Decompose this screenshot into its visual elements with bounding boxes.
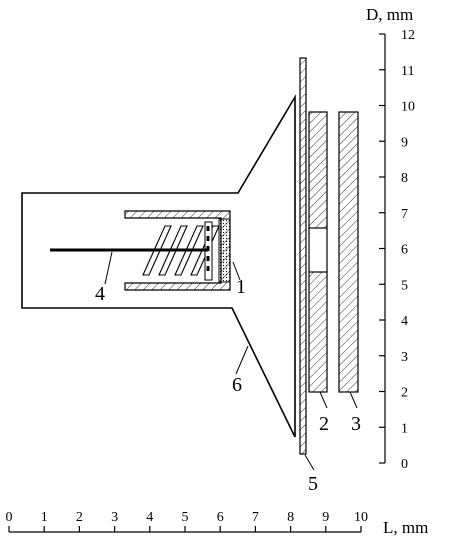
horizontal-axis-tick-label: 5 bbox=[182, 510, 189, 525]
callout-3: 3 bbox=[351, 413, 361, 435]
window-plate bbox=[299, 57, 307, 455]
callout-1: 1 bbox=[236, 276, 246, 298]
horizontal-axis-tick-label: 10 bbox=[354, 510, 368, 525]
callout-4: 4 bbox=[95, 283, 105, 305]
horizontal-axis-tick-label: 8 bbox=[287, 510, 294, 525]
horizontal-axis: 0 1 2 3 4 5 6 7 8 9 10 L, mm bbox=[6, 510, 429, 537]
vertical-axis-tick-label: 6 bbox=[401, 243, 408, 258]
leader-lines bbox=[104, 251, 358, 471]
horizontal-axis-tick-label: 0 bbox=[6, 510, 13, 525]
electrode-3 bbox=[338, 111, 359, 393]
callout-5: 5 bbox=[308, 473, 318, 495]
vertical-axis-label: D, mm bbox=[366, 5, 413, 24]
horizontal-axis-tick-label: 2 bbox=[76, 510, 83, 525]
vertical-axis-tick-label: 0 bbox=[401, 457, 408, 472]
callout-2: 2 bbox=[319, 413, 329, 435]
callout-6: 6 bbox=[232, 374, 242, 396]
electrode-2-lower bbox=[308, 271, 328, 393]
vertical-axis-tick-label: 8 bbox=[401, 171, 408, 186]
horizontal-axis-tick-label: 9 bbox=[322, 510, 329, 525]
vertical-axis-tick-label: 5 bbox=[401, 278, 408, 293]
vertical-axis-tick-label: 9 bbox=[401, 135, 408, 150]
electrode-2-upper bbox=[308, 111, 328, 229]
horizontal-axis-tick-label: 3 bbox=[111, 510, 118, 525]
horizontal-axis-tick-label: 1 bbox=[41, 510, 48, 525]
vertical-axis-tick-label: 3 bbox=[401, 350, 408, 365]
housing-outline bbox=[21, 94, 296, 438]
vertical-axis-tick-label: 2 bbox=[401, 386, 408, 401]
vertical-axis-tick-label: 11 bbox=[401, 64, 414, 79]
horizontal-axis-label: L, mm bbox=[383, 518, 428, 537]
emitter-element bbox=[218, 218, 231, 283]
vertical-axis-tick-label: 10 bbox=[401, 100, 415, 115]
vertical-axis-tick-label: 1 bbox=[401, 421, 408, 436]
vertical-axis-tick-label: 4 bbox=[401, 314, 408, 329]
vertical-axis-tick-label: 12 bbox=[401, 28, 415, 43]
horizontal-axis-tick-label: 7 bbox=[252, 510, 259, 525]
horizontal-axis-tick-label: 6 bbox=[217, 510, 224, 525]
vertical-axis-tick-label: 7 bbox=[401, 207, 408, 222]
horizontal-axis-tick-label: 4 bbox=[146, 510, 153, 525]
